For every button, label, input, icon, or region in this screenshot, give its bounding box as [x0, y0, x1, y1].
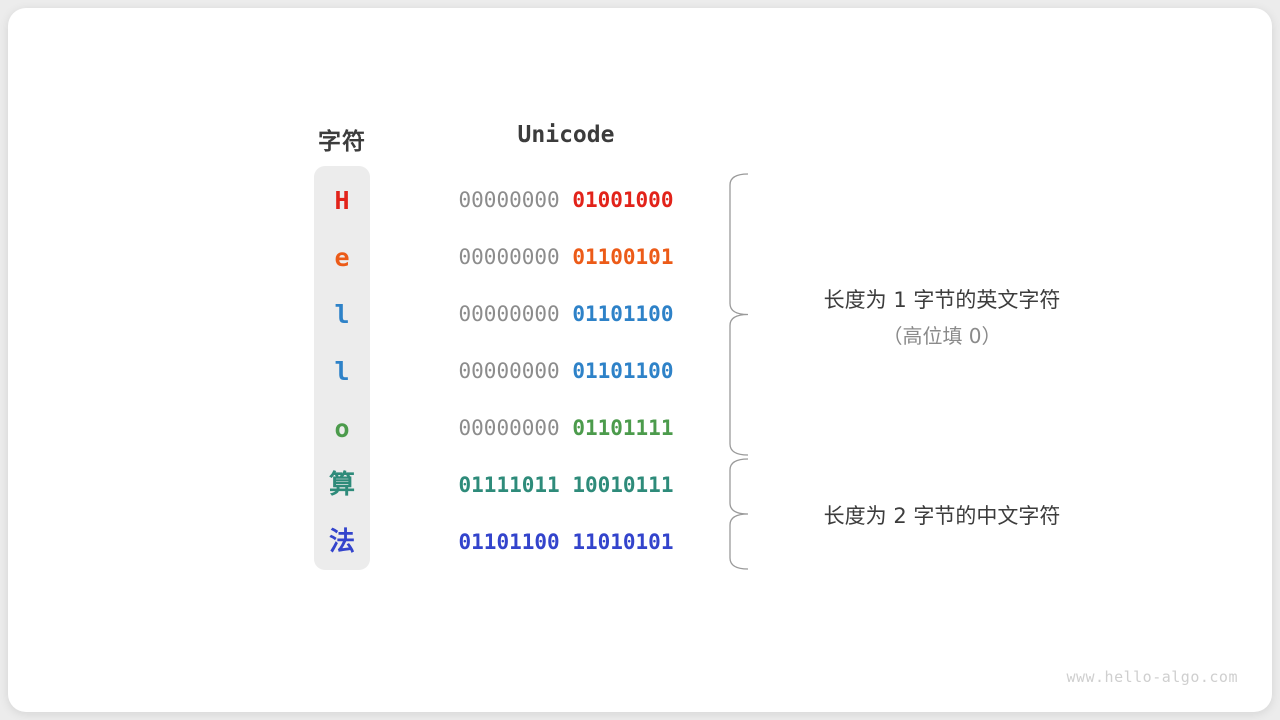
unicode-bits-cell: 01111011 10010111: [440, 457, 692, 514]
unicode-bits-cell: 00000000 01101100: [440, 343, 692, 400]
unicode-bits-cell: 00000000 01101111: [440, 400, 692, 457]
high-byte: 00000000: [458, 359, 560, 383]
annotation-text: 长度为 1 字节的英文字符: [823, 287, 1061, 312]
character-cell: l: [334, 357, 350, 386]
column-header-character: 字符: [318, 128, 366, 154]
high-byte: 00000000: [458, 302, 560, 326]
column-header-unicode: Unicode: [517, 122, 615, 148]
unicode-bits-cell: 00000000 01001000: [440, 172, 692, 229]
unicode-bits-cell: 00000000 01100101: [440, 229, 692, 286]
low-byte: 01100101: [572, 245, 674, 269]
high-byte: 01101100: [458, 530, 560, 554]
character-cell: e: [334, 243, 350, 272]
low-byte: 01101100: [572, 359, 674, 383]
character-cell: 法: [328, 527, 355, 557]
low-byte: 01101100: [572, 302, 674, 326]
high-byte: 00000000: [458, 416, 560, 440]
character-cell: H: [334, 186, 350, 215]
high-byte: 00000000: [458, 245, 560, 269]
group-brace: [729, 458, 749, 570]
annotation: 长度为 1 字节的英文字符 （高位填 0）: [792, 284, 1092, 349]
low-byte: 10010111: [572, 473, 674, 497]
annotation-subtext: （高位填 0）: [882, 323, 1002, 348]
high-byte: 00000000: [458, 188, 560, 212]
low-byte: 11010101: [572, 530, 674, 554]
character-cell: 算: [328, 470, 355, 500]
watermark: www.hello-algo.com: [1066, 668, 1238, 686]
character-cell: l: [334, 300, 350, 329]
character-column-background: [314, 166, 370, 570]
figure-card: 字符 Unicode H 00000000 01001000 e 00000000 0…: [8, 8, 1272, 712]
unicode-bits-cell: 00000000 01101100: [440, 286, 692, 343]
character-cell: o: [334, 414, 350, 443]
annotation-text: 长度为 2 字节的中文字符: [823, 504, 1061, 528]
low-byte: 01001000: [572, 188, 674, 212]
annotation: 长度为 2 字节的中文字符: [792, 500, 1092, 530]
low-byte: 01101111: [572, 416, 674, 440]
group-brace: [729, 173, 749, 456]
unicode-bits-cell: 01101100 11010101: [440, 514, 692, 571]
high-byte: 01111011: [458, 473, 560, 497]
